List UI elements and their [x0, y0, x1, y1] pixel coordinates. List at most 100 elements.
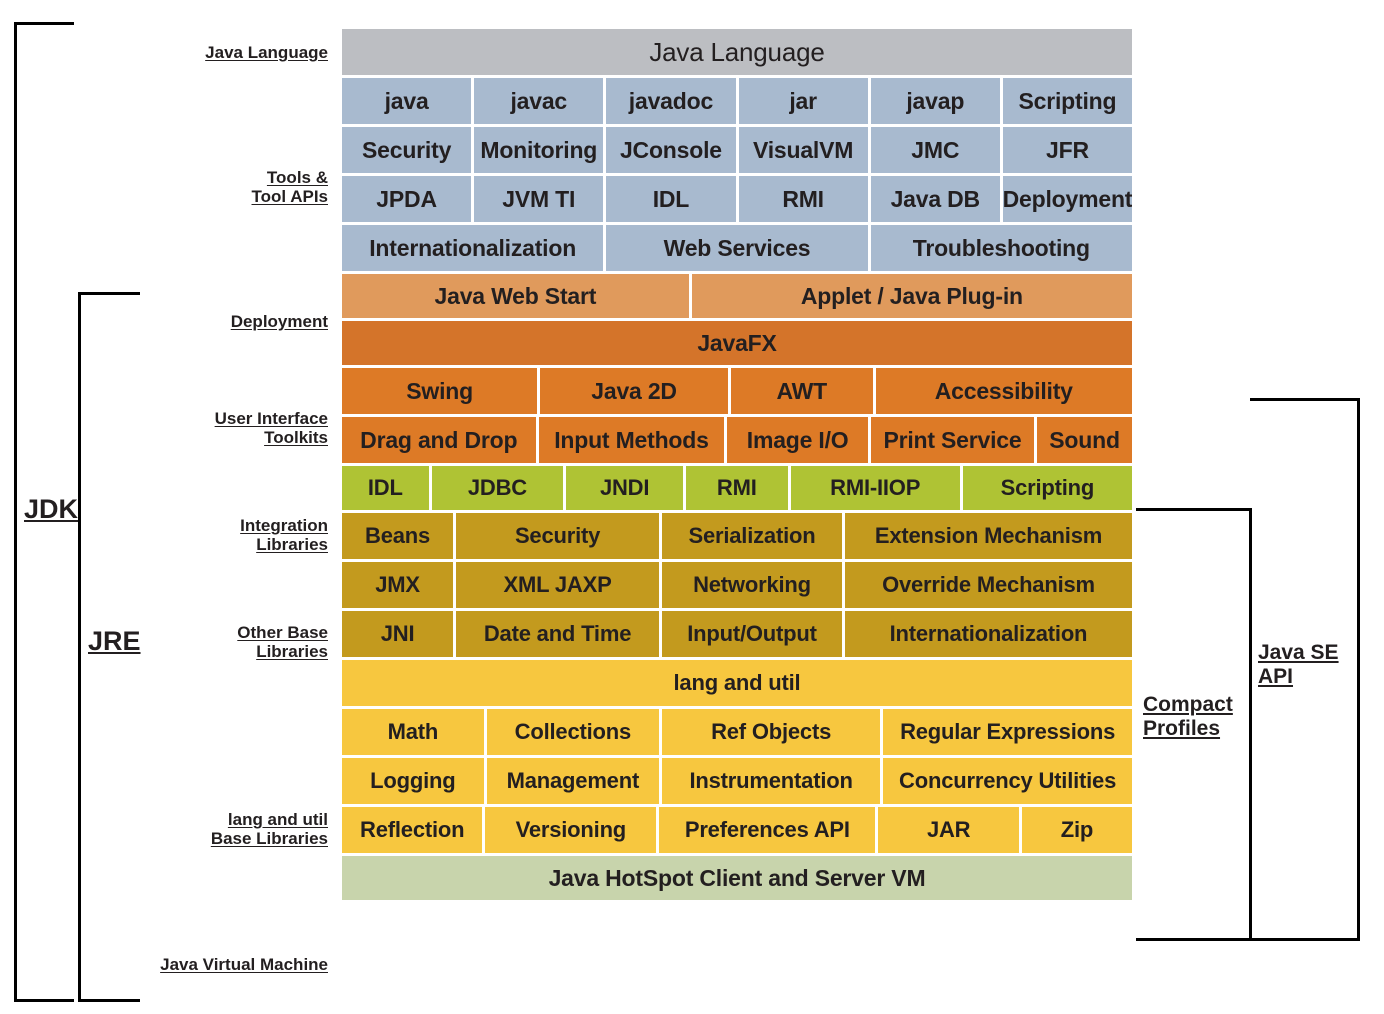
label-java-virtual-machine: Java Virtual Machine — [160, 955, 328, 974]
label-other-base-libraries: Other Base Libraries — [237, 623, 328, 662]
java-se-api-bracket-spine — [1357, 398, 1360, 941]
box-ui-toolkit-java-2d: Java 2D — [540, 368, 728, 414]
label-tools-and-tool-apis: Tools & Tool APIs — [251, 168, 329, 207]
row-javafx: JavaFX — [342, 321, 1132, 365]
compact-profiles-bracket-bottom — [1136, 938, 1252, 941]
box-tool-security: Security — [342, 127, 472, 173]
box-ui-toolkit-input-methods: Input Methods — [538, 417, 725, 463]
box-lang-util-library-ref-objects: Ref Objects — [662, 709, 881, 755]
box-ui-toolkit-drag-and-drop: Drag and Drop — [342, 417, 536, 463]
box-tool-scripting: Scripting — [1002, 78, 1133, 124]
box-tool-jfr: JFR — [1002, 127, 1133, 173]
box-lang-util-library-collections: Collections — [486, 709, 659, 755]
jre-bracket-top — [78, 292, 140, 295]
box-other-base-library-input-output: Input/Output — [662, 611, 842, 657]
box-lang-util-library-regular-expressions: Regular Expressions — [883, 709, 1132, 755]
box-lang-util-library-jar: JAR — [878, 807, 1019, 853]
box-other-base-library-extension-mechanism: Extension Mechanism — [844, 513, 1132, 559]
box-ui-toolkit-image-i-o: Image I/O — [727, 417, 868, 463]
box-java-virtual-machine-java-hotspot-client-and-server-vm: Java HotSpot Client and Server VM — [342, 856, 1132, 900]
box-other-base-library-security: Security — [456, 513, 659, 559]
box-lang-util-library-versioning: Versioning — [485, 807, 657, 853]
box-other-base-library-jni: JNI — [342, 611, 454, 657]
box-integration-library-jndi: JNDI — [566, 466, 683, 510]
box-ui-toolkit-print-service: Print Service — [870, 417, 1035, 463]
box-ui-toolkit-sound: Sound — [1037, 417, 1132, 463]
box-other-base-library-networking: Networking — [662, 562, 842, 608]
box-lang-util-library-preferences-api: Preferences API — [659, 807, 876, 853]
box-deployment-java-web-start: Java Web Start — [342, 274, 689, 318]
box-ui-toolkit-swing: Swing — [342, 368, 538, 414]
label-deployment: Deployment — [230, 312, 328, 331]
box-tool-internationalization: Internationalization — [342, 225, 604, 271]
label-java-se-api: Java SE API — [1258, 641, 1339, 688]
box-tool-troubleshooting: Troubleshooting — [870, 225, 1132, 271]
row-java-virtual-machine: Java HotSpot Client and Server VM — [342, 856, 1132, 900]
box-tool-javadoc: javadoc — [606, 78, 736, 124]
label-user-interface-toolkits: User Interface Toolkits — [214, 409, 328, 448]
box-integration-library-scripting: Scripting — [962, 466, 1132, 510]
box-lang-util-library-math: Math — [342, 709, 484, 755]
box-tool-javac: javac — [474, 78, 604, 124]
box-java-language-java-language: Java Language — [342, 29, 1132, 75]
jre-bracket-bottom — [78, 999, 140, 1002]
box-other-base-library-date-and-time: Date and Time — [456, 611, 659, 657]
jdk-bracket-bottom — [14, 999, 74, 1002]
box-tool-deployment: Deployment — [1002, 176, 1133, 222]
box-other-base-library-beans: Beans — [342, 513, 454, 559]
box-tool-idl: IDL — [606, 176, 736, 222]
box-ui-toolkit-accessibility: Accessibility — [875, 368, 1132, 414]
label-integration-libraries: Integration Libraries — [240, 516, 328, 555]
box-deployment-applet-java-plug-in: Applet / Java Plug-in — [691, 274, 1132, 318]
box-tool-java-db: Java DB — [870, 176, 1000, 222]
box-lang-util-library-concurrency-utilities: Concurrency Utilities — [883, 758, 1132, 804]
box-integration-library-rmi: RMI — [685, 466, 788, 510]
box-other-base-library-jmx: JMX — [342, 562, 454, 608]
jdk-bracket-spine — [14, 22, 17, 1002]
box-tool-visualvm: VisualVM — [738, 127, 868, 173]
box-lang-util-library-management: Management — [486, 758, 659, 804]
row-lang-and-util-header: lang and util — [342, 660, 1132, 706]
compact-profiles-bracket-spine — [1249, 508, 1252, 941]
box-lang-util-library-zip: Zip — [1021, 807, 1132, 853]
label-java-language: Java Language — [205, 43, 328, 62]
box-lang-util-library-instrumentation: Instrumentation — [662, 758, 881, 804]
box-tool-web-services: Web Services — [606, 225, 868, 271]
box-tool-jpda: JPDA — [342, 176, 472, 222]
box-tool-jar: jar — [738, 78, 868, 124]
box-tool-jmc: JMC — [870, 127, 1000, 173]
row-java-language: Java Language — [342, 29, 1132, 75]
box-lang-util-library-reflection: Reflection — [342, 807, 483, 853]
java-se-api-bracket-bottom — [1250, 938, 1360, 941]
label-lang-and-util-base-libraries: lang and util Base Libraries — [210, 810, 328, 849]
box-javafx-javafx: JavaFX — [342, 321, 1132, 365]
box-other-base-library-xml-jaxp: XML JAXP — [456, 562, 659, 608]
box-tool-monitoring: Monitoring — [474, 127, 604, 173]
box-tool-javap: javap — [870, 78, 1000, 124]
jdk-bracket-top — [14, 22, 74, 25]
box-tool-rmi: RMI — [738, 176, 868, 222]
box-other-base-library-internationalization: Internationalization — [844, 611, 1132, 657]
box-tool-java: java — [342, 78, 472, 124]
box-integration-library-jdbc: JDBC — [431, 466, 564, 510]
jre-bracket-spine — [78, 292, 81, 1002]
box-other-base-library-serialization: Serialization — [662, 513, 842, 559]
box-lang-and-util-lang-and-util: lang and util — [342, 660, 1132, 706]
box-other-base-library-override-mechanism: Override Mechanism — [844, 562, 1132, 608]
compact-profiles-bracket-top — [1136, 508, 1252, 511]
